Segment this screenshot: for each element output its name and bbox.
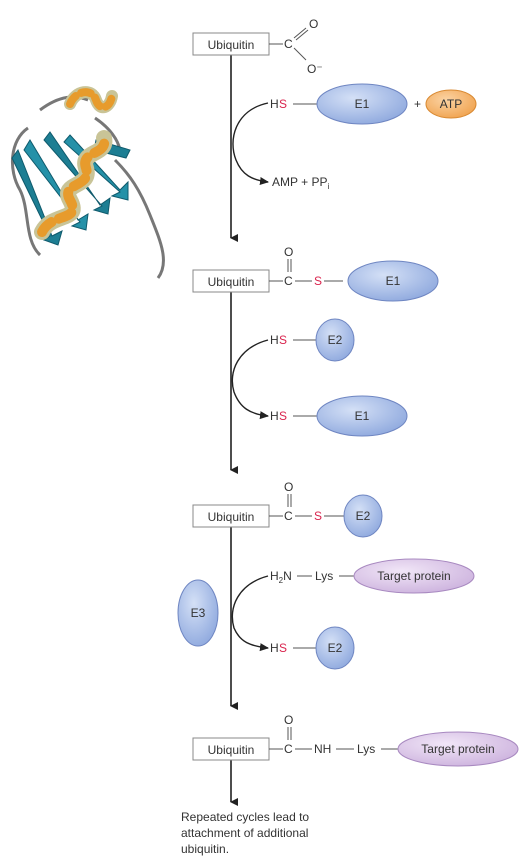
carbon-label: C [284,742,293,756]
e1-enzyme [316,395,408,437]
oxygen-label: O [284,480,293,494]
e3-label: E3 [191,606,206,620]
step3-curved-arrow [231,575,269,652]
caption-line-1: Repeated cycles lead to [181,810,309,824]
step1-products: AMP + PPi [272,175,329,191]
oxyanion-label: O⁻ [307,62,323,76]
step2-released-e1: H S E1 [270,395,408,437]
hs-s-label: S [279,333,287,347]
lys-label: Lys [315,569,333,583]
target-protein-label: Target protein [421,742,494,756]
hs-s-label: S [279,97,287,111]
hs-s-label: S [279,641,287,655]
atp-label: ATP [440,97,462,111]
ubiquitin-carboxylate: Ubiquitin C O O⁻ [192,17,323,76]
hs-h-label: H [270,97,279,111]
target-protein [397,731,519,767]
e1-label: E1 [355,97,370,111]
step1-e1-reactant: H S E1 + ATP [270,83,477,125]
e1-enzyme [347,260,439,302]
e2-label: E2 [356,509,371,523]
nh-label: NH [314,742,331,756]
atp-molecule [425,89,477,119]
step3-lys-target: H2N Lys Target protein [270,558,475,594]
e3-ligase: E3 [177,579,219,647]
e2-enzyme [315,626,355,670]
h2n-label: H2N [270,569,292,585]
e3-enzyme [177,579,219,647]
carbon-label: C [284,509,293,523]
e2-label: E2 [328,641,343,655]
amp-ppi-label: AMP + PPi [272,175,329,191]
e1-enzyme [316,83,408,125]
caption-line-3: ubiquitin. [181,842,229,856]
e1-label: E1 [386,274,401,288]
hs-h-label: H [270,641,279,655]
e1-label: E1 [355,409,370,423]
ubiquitin-label: Ubiquitin [208,38,255,52]
e2-label: E2 [328,333,343,347]
hs-s-label: S [279,409,287,423]
carbon-label: C [284,274,293,288]
ubiquitinated-target: Ubiquitin C O NH Lys Target protein [192,713,519,767]
sulfur-label: S [314,509,322,523]
oxygen-label: O [284,713,293,727]
caption-line-2: attachment of additional [181,826,308,840]
carbon-label: C [284,37,293,51]
step1-curved-arrow [232,102,269,185]
step2-e2-reactant: H S E2 [270,318,355,362]
target-protein-label: Target protein [377,569,450,583]
plus-sign: + [414,97,421,111]
step3-released-e2: H S E2 [270,626,355,670]
target-protein [353,558,475,594]
oxygen-label: O [284,245,293,259]
step2-curved-arrow [231,339,269,420]
ubiquitin-label: Ubiquitin [208,510,255,524]
caption: Repeated cycles lead to attachment of ad… [181,810,309,856]
ubiquitin-ribbon-structure [10,86,165,279]
e2-enzyme [343,494,383,538]
ubiquitin-e2-thioester: Ubiquitin C O S E2 [192,480,383,538]
sulfur-label: S [314,274,322,288]
ubiquitin-e1-thioester: Ubiquitin C O S E1 [192,245,439,302]
hs-h-label: H [270,333,279,347]
e2-enzyme [315,318,355,362]
ubiquitin-label: Ubiquitin [208,275,255,289]
lys-label: Lys [357,742,375,756]
oxygen-label: O [309,17,318,31]
hs-h-label: H [270,409,279,423]
ubiquitin-label: Ubiquitin [208,743,255,757]
